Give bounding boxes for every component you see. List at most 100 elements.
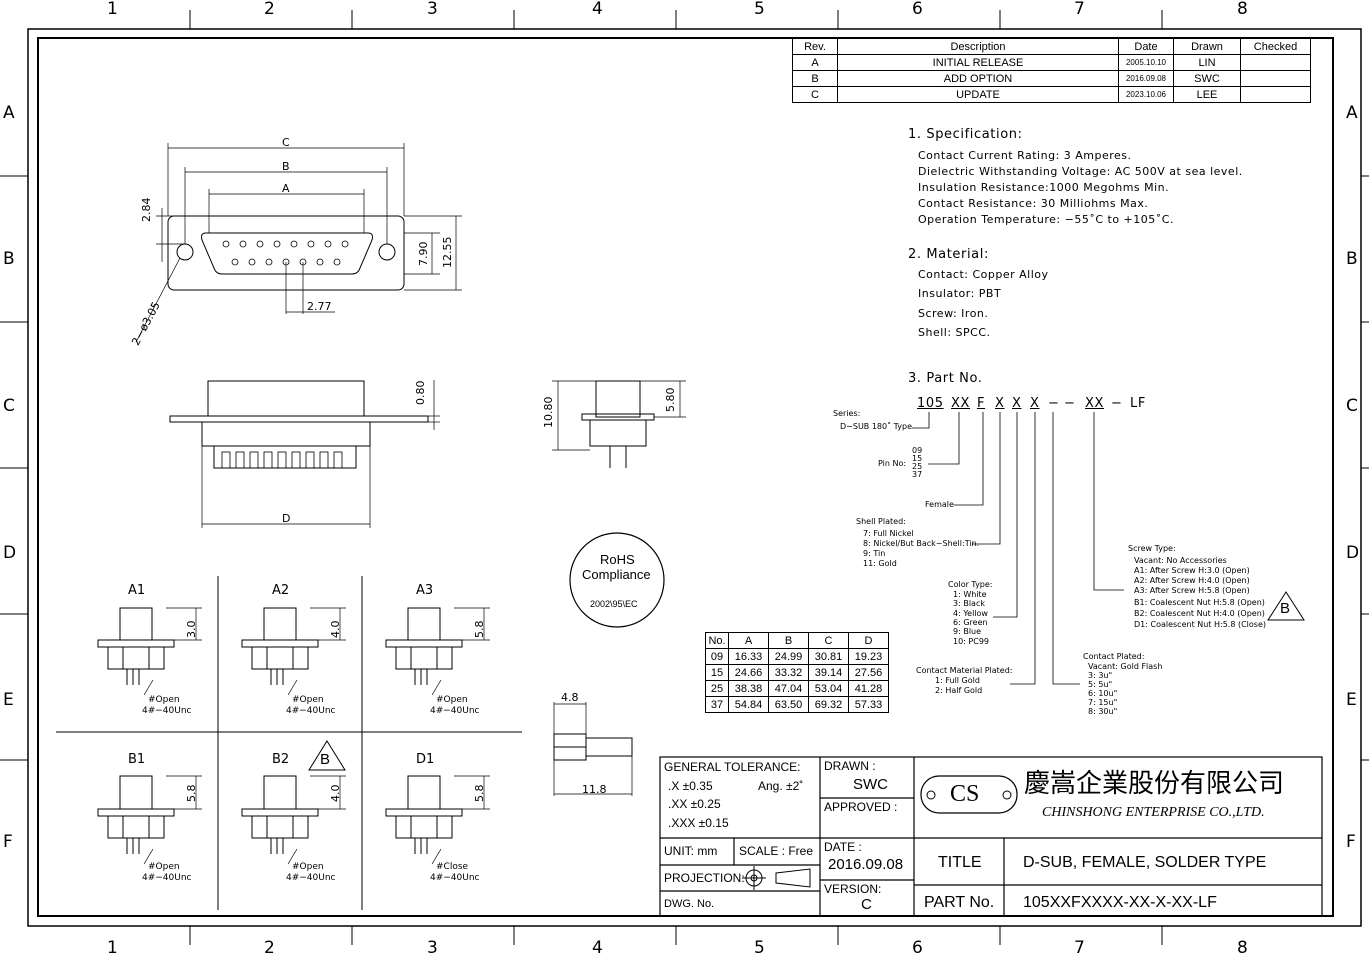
- color-type-option: 1: White: [953, 590, 987, 599]
- dim-11-8-label: 11.8: [582, 783, 607, 796]
- approved-label: APPROVED :: [824, 800, 898, 814]
- revision-header-row: Rev. Description Date Drawn Checked: [792, 38, 1311, 55]
- option-note-thread: 4#−40Unc: [142, 873, 192, 883]
- option-note-thread: 4#−40Unc: [142, 706, 192, 716]
- option-label: A3: [416, 583, 434, 598]
- contact-plated-option: 3: 3u": [1088, 671, 1113, 680]
- color-type-option: 4: Yellow: [953, 609, 988, 618]
- shell-plated-option: 7: Full Nickel: [863, 529, 914, 538]
- drawn-label: DRAWN :: [824, 759, 876, 773]
- option-note-open: #Open: [148, 862, 180, 872]
- revision-row: C UPDATE 2023.10.06 LEE: [792, 86, 1311, 103]
- dim-cell: 30.81: [808, 648, 849, 665]
- option-height-label: 5.8: [473, 620, 486, 639]
- dim-12-55-label: 12.55: [441, 236, 454, 269]
- option-note-thread: 4#−40Unc: [430, 873, 480, 883]
- version-label: VERSION:: [824, 882, 882, 896]
- screw-option-drawing: [241, 607, 346, 696]
- dim-a-header: A: [728, 632, 769, 649]
- color-type-option: 10: PC99: [953, 637, 990, 646]
- code-pins: XX: [951, 396, 971, 411]
- contact-plated-option: 5: 5u": [1088, 680, 1113, 689]
- code-dash: −: [1111, 396, 1123, 411]
- date-value: 2016.09.08: [828, 856, 904, 873]
- option-label: A2: [272, 583, 290, 598]
- dim-cell: 24.99: [768, 648, 809, 665]
- screw-type-option: D1: Coalescent Nut H:5.8 (Close): [1134, 620, 1266, 629]
- dim-cell: 47.04: [768, 680, 809, 697]
- shell-plated-option: 8: Nickel/But Back−Shell:Tin.: [863, 539, 980, 548]
- revision-flag-b: B: [1280, 600, 1291, 617]
- screw-detail-drawing: [553, 702, 633, 796]
- option-height-label: 5.8: [185, 784, 198, 803]
- general-tolerance-label: GENERAL TOLERANCE:: [664, 760, 801, 774]
- dim-no-header: No.: [705, 632, 729, 649]
- spec-line: Contact Resistance: 30 Milliohms Max.: [918, 197, 1149, 210]
- checked-cell: [1240, 54, 1311, 71]
- option-label: A1: [128, 583, 146, 598]
- dim-cell: 38.38: [728, 680, 769, 697]
- dim-4-8-label: 4.8: [561, 691, 579, 704]
- zone-row-f: F: [1346, 832, 1356, 852]
- dim-cell: 63.50: [768, 696, 809, 713]
- zone-col-7: 7: [1074, 0, 1085, 19]
- date-cell: 2005.10.10: [1118, 54, 1174, 71]
- dim-cell: 39.14: [808, 664, 849, 681]
- screw-option-drawing: [97, 775, 202, 865]
- dim-10-80-label: 10.80: [542, 396, 555, 429]
- material-line: Insulator: PBT: [918, 287, 1002, 300]
- spec-line: Operation Temperature: −55˚C to +105˚C.: [918, 213, 1174, 226]
- dim-b-label: B: [282, 160, 290, 173]
- drawn-cell: LEE: [1173, 86, 1241, 103]
- series-value: D−SUB 180˚ Type: [840, 422, 913, 431]
- dim-c-label: C: [282, 136, 290, 149]
- screw-type-heading: Screw Type:: [1128, 544, 1176, 553]
- drawn-col-header: Drawn: [1173, 38, 1241, 55]
- zone-col-1: 1: [107, 938, 118, 958]
- spec-line: Dielectric Withstanding Voltage: AC 500V…: [918, 165, 1243, 178]
- revision-row: A INITIAL RELEASE 2005.10.10 LIN: [792, 54, 1311, 71]
- dim-2-84-label: 2.84: [140, 197, 153, 223]
- zone-col-5: 5: [754, 938, 765, 958]
- screw-type-option: A2: After Screw H:4.0 (Open): [1134, 576, 1250, 585]
- dim-cell: 37: [705, 696, 729, 713]
- dim-b-header: B: [768, 632, 809, 649]
- dwg-no-label: DWG. No.: [664, 898, 715, 910]
- option-height-label: 4.0: [329, 784, 342, 803]
- material-line: Contact: Copper Alloy: [918, 268, 1049, 281]
- dim-d-header: D: [848, 632, 889, 649]
- zone-col-6: 6: [912, 0, 923, 19]
- code-shell: X: [995, 396, 1005, 411]
- spec-line: Contact Current Rating: 3 Amperes.: [918, 149, 1132, 162]
- option-note-thread: 4#−40Unc: [430, 706, 480, 716]
- pin-value: 15: [912, 454, 923, 463]
- code-contact-material: X: [1030, 396, 1040, 411]
- tolerance-xx: .XX ±0.25: [668, 797, 721, 811]
- rohs-title: RoHS: [600, 552, 635, 567]
- drawn-value: SWC: [853, 776, 888, 793]
- color-type-option: 9: Blue: [953, 627, 982, 636]
- rev-cell: B: [792, 70, 838, 87]
- zone-row-d: D: [3, 543, 17, 563]
- dim-c-header: C: [808, 632, 849, 649]
- contact-plated-heading: Contact Plated:: [1083, 652, 1145, 661]
- screw-type-option: B1: Coalescent Nut H:5.8 (Open): [1134, 598, 1265, 607]
- option-note-open: #Close: [436, 862, 469, 872]
- zone-row-a: A: [3, 103, 15, 123]
- dim-cell: 53.04: [808, 680, 849, 697]
- side-view-drawing: [169, 380, 440, 528]
- screw-type-option: A3: After Screw H:5.8 (Open): [1134, 586, 1250, 595]
- pin-label: Pin No:: [878, 459, 907, 468]
- front-view-drawing: [135, 143, 462, 343]
- checked-cell: [1240, 70, 1311, 87]
- title-block-frame: [659, 756, 1323, 917]
- dim-5-80-label: 5.80: [664, 387, 677, 413]
- dim-cell: 27.56: [848, 664, 889, 681]
- dim-cell: 19.23: [848, 648, 889, 665]
- dim-cell: 25: [705, 680, 729, 697]
- shell-plated-heading: Shell Plated:: [856, 517, 906, 526]
- option-note-open: #Open: [292, 862, 324, 872]
- zone-row-e: E: [3, 690, 14, 710]
